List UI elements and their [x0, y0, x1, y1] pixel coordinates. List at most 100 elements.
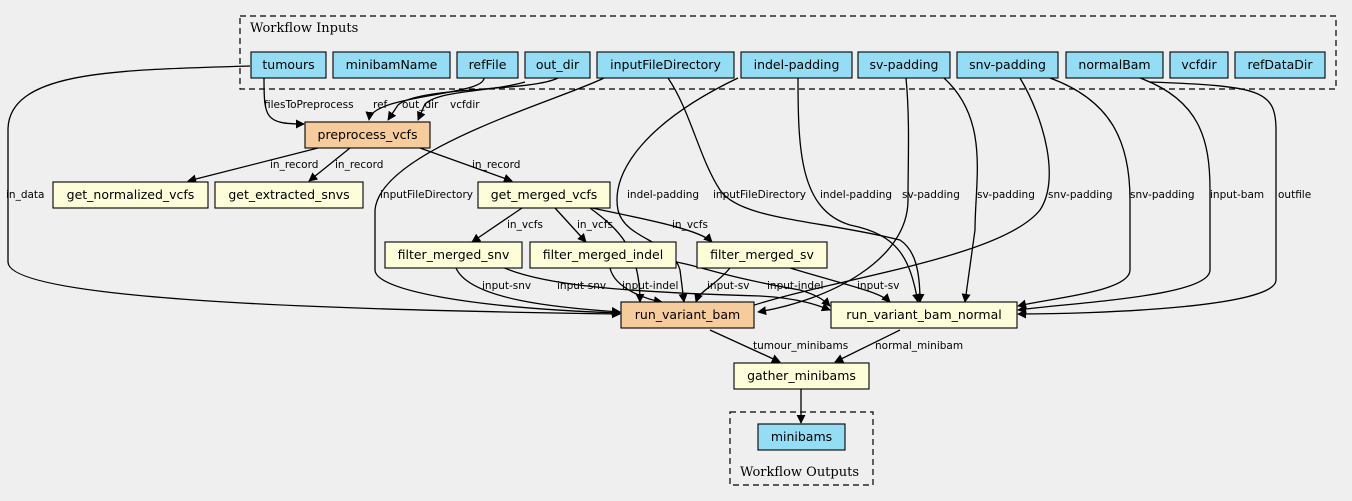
- node-snv-padding-box[interactable]: [956, 51, 1059, 79]
- edge-snv-runvariantnormal: [1017, 77, 1131, 309]
- input-nodes: tumours minibamName refFile out_dir inpu…: [250, 51, 1326, 79]
- edge-label: in_data: [6, 189, 44, 201]
- edge-label: sv-padding: [977, 189, 1035, 201]
- node-get-normalized-vcfs-label: get_normalized_vcfs: [67, 187, 195, 202]
- node-gather-minibams-label: gather_minibams: [747, 368, 856, 383]
- node-preprocess-vcfs-box[interactable]: [304, 121, 431, 149]
- node-filter-merged-snv-box[interactable]: [384, 241, 523, 269]
- node-normalbam-label: normalBam: [1078, 57, 1150, 72]
- node-normalbam-box[interactable]: [1065, 51, 1164, 79]
- node-minibamname-label: minibamName: [346, 57, 438, 72]
- edge-filtersv-runvariantnormal: [789, 267, 891, 303]
- workflow-inputs-label: Workflow Inputs: [250, 21, 358, 36]
- edge-label: in_vcfs: [577, 219, 613, 231]
- edge-labels: filesToPreprocess ref out_dir vcfdir in_…: [6, 99, 1311, 352]
- node-run-variant-bam-normal-label: run_variant_bam_normal: [846, 307, 1001, 322]
- edge-label: input-bam: [1210, 189, 1264, 201]
- edge-filterindel-runvariantnormal: [675, 261, 831, 307]
- edge-vcfdir-preprocess: [417, 81, 526, 121]
- node-snv-padding-label: snv-padding: [969, 57, 1046, 72]
- edge-label: in_record: [270, 159, 318, 171]
- node-get-merged-vcfs-box[interactable]: [477, 181, 611, 209]
- edge-sv-runvariantnormal: [943, 77, 978, 303]
- edge-label: input-indel: [622, 280, 678, 292]
- node-reffile-label: refFile: [469, 57, 507, 72]
- node-outdir-box[interactable]: [524, 51, 591, 79]
- node-get-normalized-vcfs-box[interactable]: [52, 181, 209, 209]
- edge-runvariant-gather: [709, 329, 781, 363]
- edge-label: inputFileDirectory: [713, 189, 806, 201]
- edge-label: sv-padding: [902, 189, 960, 201]
- node-filter-merged-indel-label: filter_merged_indel: [543, 247, 663, 262]
- edge-label: input-snv: [482, 280, 531, 292]
- node-minibamname-box[interactable]: [332, 51, 451, 79]
- edge-label: vcfdir: [450, 99, 480, 111]
- node-minibams-label: minibams: [771, 429, 832, 444]
- node-get-extracted-snvs-label: get_extracted_snvs: [228, 187, 349, 202]
- node-filter-merged-indel-box[interactable]: [529, 241, 677, 269]
- edge-label: input-sv: [707, 280, 749, 292]
- edge-preprocess-normalized: [187, 147, 319, 184]
- edge-filtersnv-runvariantnormal: [499, 265, 831, 312]
- edge-label: indel-padding: [820, 189, 892, 201]
- node-filter-merged-sv-box[interactable]: [696, 241, 828, 269]
- edge-snv-runvariant: [739, 77, 1050, 312]
- edge-label: outfile: [1278, 189, 1311, 201]
- edge-normalbam-runvariantnormal: [1017, 77, 1211, 314]
- node-reffile-box[interactable]: [456, 51, 519, 79]
- edge-tumours-preprocess: [263, 77, 305, 129]
- edge-label: inputFileDirectory: [380, 189, 473, 201]
- edge-label: out_dir: [402, 99, 439, 111]
- edge-outfile-runvariantnormal: [1017, 81, 1277, 319]
- edge-label: input-snv: [557, 280, 606, 292]
- node-indel-padding-box[interactable]: [740, 51, 853, 79]
- edge-label: indel-padding: [627, 189, 699, 201]
- edge-filterindel-runvariant: [609, 267, 663, 306]
- edge-preprocess-merged: [419, 147, 513, 183]
- edge-label: snv-padding: [1130, 189, 1195, 201]
- edge-indel-runvariantnormal: [797, 77, 921, 303]
- edge-label: ref: [373, 99, 388, 111]
- node-tumours-box[interactable]: [250, 51, 327, 79]
- edge-merged-filtersv: [591, 207, 713, 243]
- node-tumours-label: tumours: [262, 57, 314, 72]
- node-sv-padding-box[interactable]: [857, 51, 951, 79]
- workflow-outputs-label: Workflow Outputs: [740, 465, 859, 480]
- node-inputfiledirectory-label: inputFileDirectory: [610, 57, 721, 72]
- edge-runvariantnormal-gather: [834, 329, 901, 363]
- edge-label: tumour_minibams: [753, 340, 848, 352]
- edge-label: input-sv: [857, 280, 899, 292]
- node-vcfdir-label: vcfdir: [1181, 57, 1217, 72]
- edge-label: in_vcfs: [672, 219, 708, 231]
- node-run-variant-bam-box[interactable]: [620, 301, 755, 329]
- workflow-inputs-cluster: [239, 15, 1337, 90]
- step-nodes: preprocess_vcfs get_normalized_vcfs get_…: [52, 121, 1018, 390]
- edge-label: normal_minibam: [875, 340, 963, 352]
- edge-filtersnv-runvariant: [455, 267, 621, 316]
- node-refdatadir-box[interactable]: [1234, 51, 1326, 79]
- edge-label: in_record: [335, 159, 383, 171]
- edge-label: snv-padding: [1048, 189, 1113, 201]
- node-inputfiledirectory-box[interactable]: [596, 51, 735, 79]
- edge-tumours-runvariant: [7, 65, 621, 319]
- edge-label: filesToPreprocess: [264, 99, 354, 111]
- edge-filtersv-runvariant: [694, 267, 731, 303]
- node-run-variant-bam-normal-box[interactable]: [830, 301, 1018, 329]
- edge-sv-runvariant: [757, 77, 910, 316]
- edge-preprocess-extracted: [308, 147, 351, 182]
- edge-label: in_vcfs: [507, 219, 543, 231]
- node-minibams-box[interactable]: [757, 423, 846, 451]
- node-run-variant-bam-label: run_variant_bam: [635, 307, 740, 322]
- node-gather-minibams-box[interactable]: [733, 362, 870, 390]
- edge-label: input-indel: [767, 280, 823, 292]
- edge-label: in_record: [472, 159, 520, 171]
- node-sv-padding-label: sv-padding: [870, 57, 939, 72]
- node-get-merged-vcfs-label: get_merged_vcfs: [491, 187, 598, 202]
- node-indel-padding-label: indel-padding: [754, 57, 840, 72]
- node-get-extracted-snvs-box[interactable]: [214, 181, 364, 209]
- node-refdatadir-label: refDataDir: [1247, 57, 1313, 72]
- node-vcfdir-box[interactable]: [1169, 51, 1229, 79]
- node-filter-merged-snv-label: filter_merged_snv: [398, 247, 510, 262]
- edge-inputfiledir-runvariant: [374, 77, 621, 318]
